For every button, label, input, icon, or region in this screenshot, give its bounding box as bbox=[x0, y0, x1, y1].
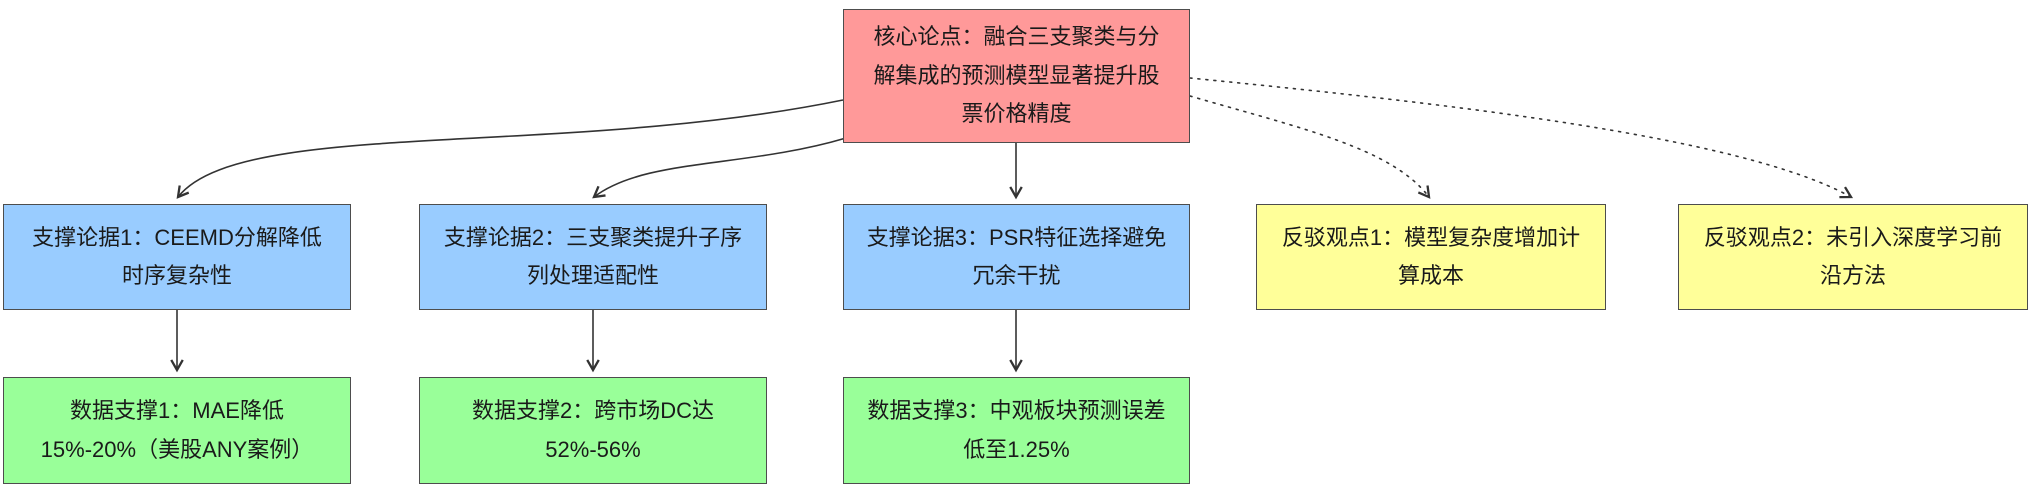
support1-label: 支撑论据1：CEEMD分解降低时序复杂性 bbox=[32, 224, 322, 289]
data1-label: 数据支撑1：MAE降低15%-20%（美股ANY案例） bbox=[40, 398, 314, 462]
rebuttal1-node: 反驳观点1：模型复杂度增加计算成本 bbox=[1256, 204, 1606, 310]
data3-node: 数据支撑3：中观板块预测误差低至1.25% bbox=[843, 377, 1190, 484]
data2-node: 数据支撑2：跨市场DC达52%-56% bbox=[419, 377, 767, 484]
support3-label: 支撑论据3：PSR特征选择避免冗余干扰 bbox=[866, 224, 1167, 289]
core-claim-label: 核心论点：融合三支聚类与分解集成的预测模型显著提升股票价格精度 bbox=[873, 24, 1160, 127]
data2-label: 数据支撑2：跨市场DC达52%-56% bbox=[471, 398, 714, 462]
rebuttal2-node: 反驳观点2：未引入深度学习前沿方法 bbox=[1678, 204, 2028, 310]
support2-label: 支撑论据2：三支聚类提升子序列处理适配性 bbox=[443, 224, 743, 289]
support3-node: 支撑论据3：PSR特征选择避免冗余干扰 bbox=[843, 204, 1190, 310]
core-claim-node: 核心论点：融合三支聚类与分解集成的预测模型显著提升股票价格精度 bbox=[843, 9, 1190, 143]
edge-core-to-rebuttal2 bbox=[1189, 77, 1854, 199]
support2-node: 支撑论据2：三支聚类提升子序列处理适配性 bbox=[419, 204, 767, 310]
edge-core-to-support1 bbox=[176, 99, 844, 199]
edge-core-to-support2 bbox=[592, 137, 847, 199]
rebuttal2-label: 反驳观点2：未引入深度学习前沿方法 bbox=[1703, 224, 2003, 289]
edge-core-to-rebuttal1 bbox=[1189, 95, 1431, 199]
data1-node: 数据支撑1：MAE降低15%-20%（美股ANY案例） bbox=[3, 377, 351, 484]
rebuttal1-label: 反驳观点1：模型复杂度增加计算成本 bbox=[1281, 224, 1581, 289]
data3-label: 数据支撑3：中观板块预测误差低至1.25% bbox=[867, 398, 1166, 462]
support1-node: 支撑论据1：CEEMD分解降低时序复杂性 bbox=[3, 204, 351, 310]
